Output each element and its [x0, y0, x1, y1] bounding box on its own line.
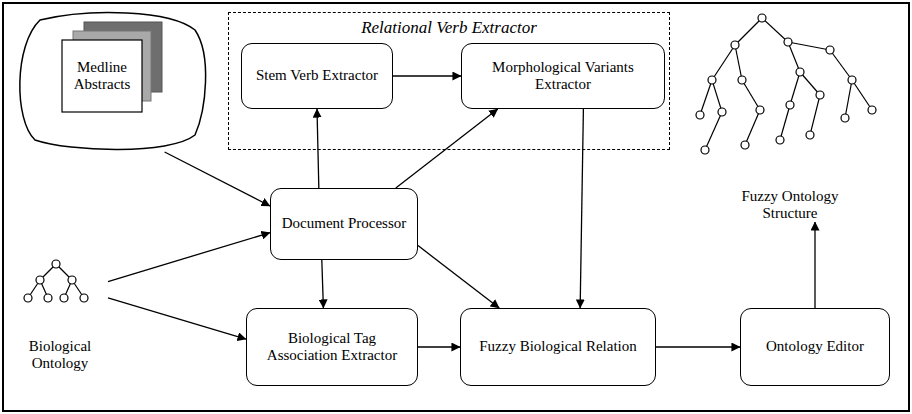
tree-node	[718, 108, 726, 116]
flow-arrow	[656, 346, 740, 347]
tree-branch	[852, 80, 872, 110]
tree-node	[758, 14, 766, 22]
flow-arrow	[418, 346, 460, 347]
tree-node	[68, 276, 76, 284]
box-label: Morphological Variants Extractor	[462, 59, 664, 94]
box-label: Biological Tag Association Extractor	[247, 330, 417, 365]
flow-arrow	[108, 233, 270, 282]
tree-branch	[780, 105, 790, 140]
flow-arrow	[322, 260, 324, 308]
flow-arrow	[396, 109, 498, 188]
tree-branch	[735, 45, 742, 80]
tree-node	[868, 106, 876, 114]
tree-node	[786, 101, 794, 109]
flow-arrow	[418, 246, 499, 308]
icon-label: Biological Ontology	[12, 338, 108, 373]
ontology-input: Biological Ontology	[12, 256, 108, 372]
box-label: Stem Verb Extractor	[248, 67, 386, 84]
flow-arrow	[165, 152, 270, 206]
document-label: Medline Abstracts	[62, 40, 142, 112]
tree-icons	[24, 14, 876, 302]
box-label: Fuzzy Biological Relation	[471, 338, 644, 355]
process-box: Biological Tag Association Extractor	[246, 308, 418, 386]
ontology-output: Fuzzy Ontology Structure	[690, 8, 890, 222]
tree-branch	[845, 80, 852, 118]
process-box: Ontology Editor	[740, 308, 890, 386]
box-label: Document Processor	[274, 215, 415, 232]
document-sheet	[62, 40, 142, 112]
tree-branch	[712, 80, 722, 112]
tree-node	[36, 276, 44, 284]
flow-arrow	[580, 109, 583, 308]
process-box: Document Processor	[270, 188, 418, 260]
tree-branch	[700, 80, 712, 115]
group-title: Relational Verb Extractor	[229, 18, 669, 38]
tree-node	[756, 106, 764, 114]
tree-branch	[742, 80, 760, 110]
tree-branch	[788, 42, 800, 72]
tree-node	[741, 141, 749, 149]
module-group: Relational Verb ExtractorStem Verb Extra…	[228, 12, 670, 150]
tree-node	[24, 294, 32, 302]
tree-node	[816, 91, 824, 99]
process-box: Morphological Variants Extractor	[461, 43, 665, 109]
tree-node	[696, 111, 704, 119]
flow-arrow	[108, 298, 246, 339]
tree-node	[784, 38, 792, 46]
corpus-blob	[20, 13, 206, 150]
process-box: Stem Verb Extractor	[241, 43, 393, 109]
corpus-node: Medline Abstracts	[18, 12, 206, 152]
box-label: Ontology Editor	[758, 338, 872, 355]
tree-node	[796, 68, 804, 76]
flow-arrow	[393, 75, 461, 76]
tree-branch	[705, 112, 722, 150]
flow-arrow	[814, 222, 815, 308]
tree-node	[826, 46, 834, 54]
tree-node	[44, 294, 52, 302]
tree-branch	[790, 72, 800, 105]
outer-frame	[3, 3, 909, 411]
tree-branch	[830, 50, 852, 80]
tree-node	[80, 294, 88, 302]
tree-branch	[788, 42, 830, 50]
tree-branch	[712, 45, 735, 80]
tree-node	[738, 76, 746, 84]
icon-label: Fuzzy Ontology Structure	[730, 188, 850, 223]
tree-branch	[810, 95, 820, 135]
flow-arrow	[317, 109, 319, 188]
tree-node	[708, 76, 716, 84]
process-box: Fuzzy Biological Relation	[460, 308, 656, 386]
tree-node	[701, 146, 709, 154]
tree-node	[848, 76, 856, 84]
tree-node	[841, 114, 849, 122]
tree-branch	[735, 18, 762, 45]
tree-branch	[745, 110, 760, 145]
tree-node	[776, 136, 784, 144]
tree-node	[60, 294, 68, 302]
tree-node	[806, 131, 814, 139]
tree-node	[731, 41, 739, 49]
tree-node	[52, 260, 60, 268]
tree-branch	[762, 18, 788, 42]
